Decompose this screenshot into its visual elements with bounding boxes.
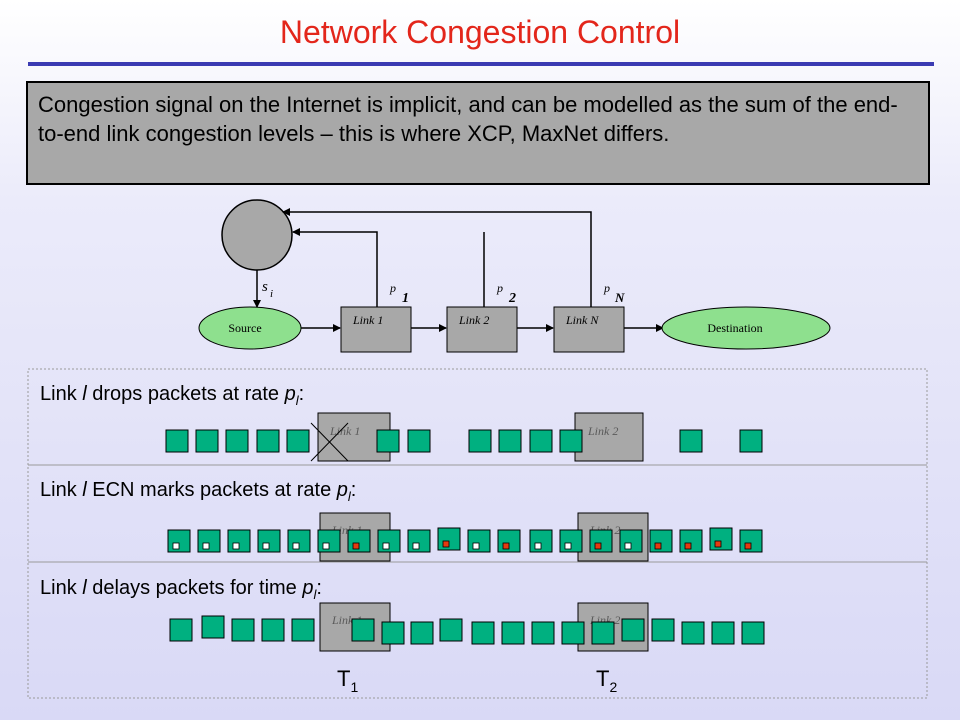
- price-p1-sub: 1: [402, 291, 409, 306]
- ecn-mark-clear: [624, 542, 632, 550]
- feedback-line-n: [282, 208, 592, 307]
- link-1-box: [340, 306, 412, 353]
- link-2-box: [446, 306, 518, 353]
- price-pn-sub: N: [614, 290, 625, 305]
- price-pn: p: [603, 281, 610, 295]
- ecn-mark-set: [654, 542, 662, 550]
- packet: [231, 618, 255, 642]
- ecn-mark-clear: [232, 542, 240, 550]
- packet: [286, 429, 310, 453]
- ecn-mark-set: [502, 542, 510, 550]
- panel-drops-heading: Link l drops packets at rate pl:: [40, 383, 304, 408]
- packet: [529, 429, 553, 453]
- packet: [376, 429, 400, 453]
- aggregator-node: [221, 199, 293, 271]
- time-label-t1: T1: [337, 666, 358, 695]
- drops-link-2-label: Link 2: [587, 424, 618, 438]
- packet: [410, 621, 434, 645]
- time-label-t2: T2: [596, 666, 617, 695]
- ecn-mark-set: [594, 542, 602, 550]
- packet: [621, 618, 645, 642]
- packet: [165, 429, 189, 453]
- destination-node: [661, 306, 831, 350]
- packet: [561, 621, 585, 645]
- packet: [256, 429, 280, 453]
- packet: [711, 621, 735, 645]
- packet: [407, 429, 431, 453]
- packet: [195, 429, 219, 453]
- delay-packet-row: [169, 615, 765, 645]
- packet: [681, 621, 705, 645]
- link-n-label: Link N: [565, 313, 599, 327]
- packet: [501, 621, 525, 645]
- packet: [498, 429, 522, 453]
- feedback-line-1: [292, 228, 378, 307]
- ecn-mark-set: [442, 540, 450, 548]
- price-p2-sub: 2: [508, 291, 516, 306]
- signal-label: s: [262, 279, 268, 295]
- packet: [225, 429, 249, 453]
- packet: [351, 618, 375, 642]
- title-rule: [28, 62, 934, 66]
- packet: [291, 618, 315, 642]
- packet: [741, 621, 765, 645]
- ecn-mark-clear: [262, 542, 270, 550]
- intro-callout: Congestion signal on the Internet is imp…: [26, 81, 930, 185]
- ecn-mark-clear: [292, 542, 300, 550]
- slide-title: Network Congestion Control: [279, 14, 681, 50]
- ecn-mark-clear: [412, 542, 420, 550]
- ecn-mark-set: [714, 540, 722, 548]
- ecn-mark-clear: [534, 542, 542, 550]
- ecn-mark-set: [684, 542, 692, 550]
- panels-frame: [27, 368, 928, 699]
- ecn-mark-set: [352, 542, 360, 550]
- panel-delay-heading: Link l delays packets for time pl:: [40, 577, 322, 602]
- packet: [471, 621, 495, 645]
- panel-ecn-heading: Link l ECN marks packets at rate pl:: [40, 479, 356, 504]
- packet: [468, 429, 492, 453]
- ecn-mark-clear: [472, 542, 480, 550]
- packet: [739, 429, 763, 453]
- ecn-mark-clear: [172, 542, 180, 550]
- packet: [531, 621, 555, 645]
- packet: [439, 618, 463, 642]
- ecn-mark-clear: [564, 542, 572, 550]
- ecn-mark-clear: [382, 542, 390, 550]
- link-2-label: Link 2: [458, 313, 489, 327]
- link-n-box: [553, 306, 625, 353]
- packet: [651, 618, 675, 642]
- price-p2: p: [496, 281, 503, 295]
- packet: [559, 429, 583, 453]
- source-label: Source: [228, 321, 261, 335]
- packet: [679, 429, 703, 453]
- packet: [381, 621, 405, 645]
- link-1-label: Link 1: [352, 313, 383, 327]
- ecn-packet-row: [167, 527, 763, 553]
- ecn-mark-clear: [202, 542, 210, 550]
- price-p1: p: [389, 281, 396, 295]
- ecn-mark-clear: [322, 542, 330, 550]
- packet: [261, 618, 285, 642]
- drops-packet-row: [165, 429, 763, 453]
- packet: [201, 615, 225, 639]
- signal-subscript: i: [270, 288, 273, 300]
- packet: [169, 618, 193, 642]
- drop-cross-line-b: [310, 422, 349, 462]
- destination-label: Destination: [707, 321, 762, 335]
- ecn-mark-set: [744, 542, 752, 550]
- packet: [591, 621, 615, 645]
